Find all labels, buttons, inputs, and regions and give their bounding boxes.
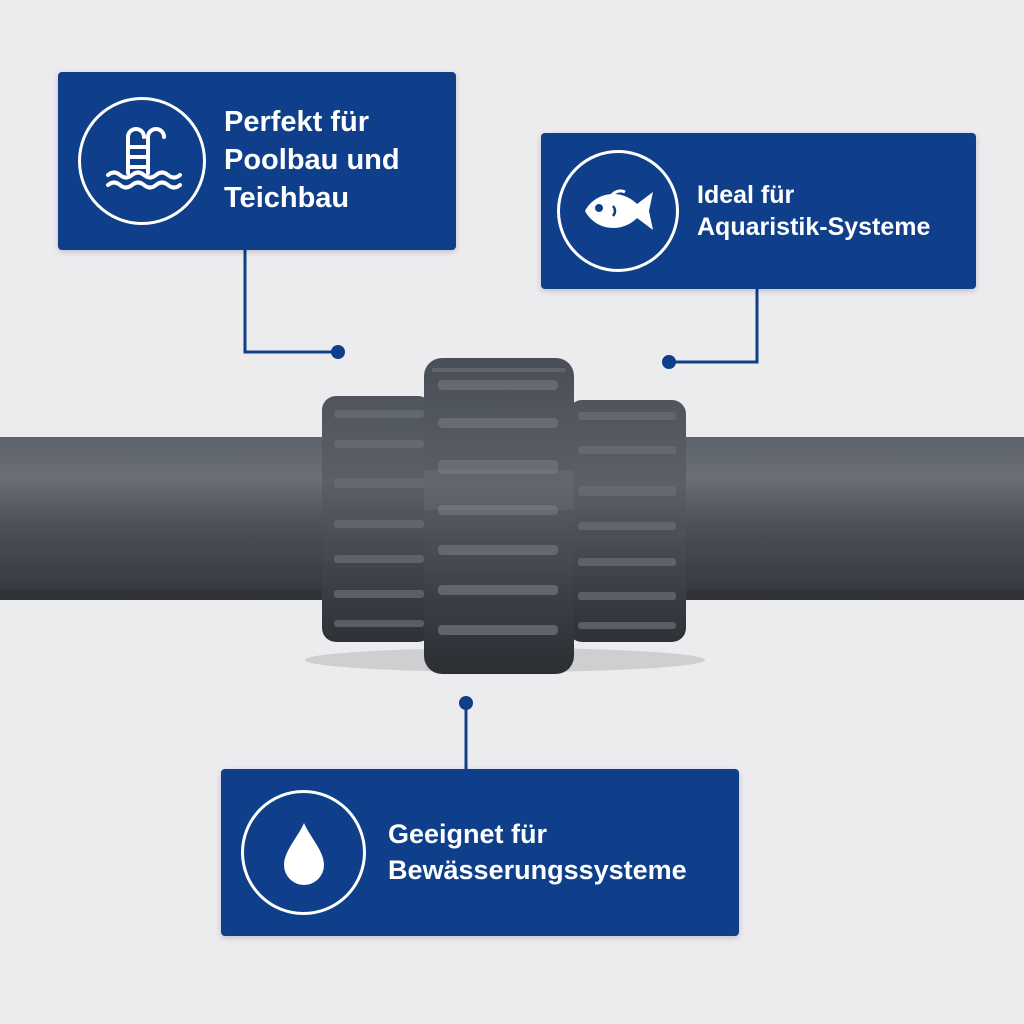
callout-aquarium-line-1: Ideal für [697, 180, 795, 209]
leader-line-pool [243, 250, 337, 354]
leader-line-aquarium [670, 289, 759, 364]
callout-irrigation-line-2: Bewässerungssysteme [388, 854, 687, 885]
callout-aquarium: Ideal für Aquaristik-Systeme [541, 133, 976, 289]
fish-icon [557, 150, 679, 272]
callout-pool: Perfekt für Poolbau und Teichbau [58, 72, 456, 250]
callout-aquarium-line-2: Aquaristik-Systeme [697, 213, 931, 241]
pool-ladder-icon [78, 97, 206, 225]
union-nut-right [568, 400, 686, 642]
callout-pool-text: Perfekt für Poolbau und Teichbau [224, 104, 400, 217]
union-body-center [424, 358, 574, 674]
callout-pool-line-3: Teichbau [224, 181, 350, 214]
leader-dot-irrigation [459, 696, 473, 710]
union-nut-left [322, 396, 432, 642]
leader-dot-aquarium [662, 355, 676, 369]
callout-pool-line-1: Perfekt für [224, 106, 370, 139]
callout-aquarium-text: Ideal für Aquaristik-Systeme [697, 179, 930, 244]
callout-irrigation-text: Geeignet für Bewässerungssysteme [388, 817, 687, 887]
callout-pool-line-2: Poolbau und [224, 144, 400, 177]
water-drop-icon [241, 790, 366, 915]
callout-irrigation-line-1: Geeignet für [388, 819, 548, 850]
callout-irrigation: Geeignet für Bewässerungssysteme [221, 769, 739, 936]
leader-dot-pool [331, 345, 345, 359]
